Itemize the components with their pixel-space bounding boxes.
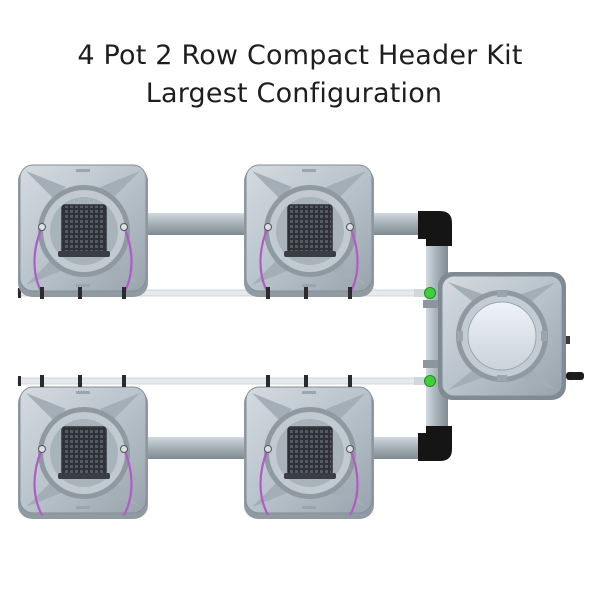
connector-top (414, 287, 436, 299)
pipe-top-row (140, 213, 428, 235)
pots-group (18, 164, 374, 519)
title-line-2: Largest Configuration (145, 78, 443, 109)
elbow-fittings (418, 211, 452, 461)
grow-pot-4 (244, 375, 374, 519)
grow-pot-2 (244, 164, 374, 299)
pipe-bottom-row (140, 437, 428, 459)
header-tank (438, 272, 584, 400)
grow-pot-3 (18, 375, 148, 519)
title-line-1: 4 Pot 2 Row Compact Header Kit (77, 40, 523, 71)
grow-pot-1 (18, 164, 148, 299)
connector-bottom (414, 375, 436, 387)
